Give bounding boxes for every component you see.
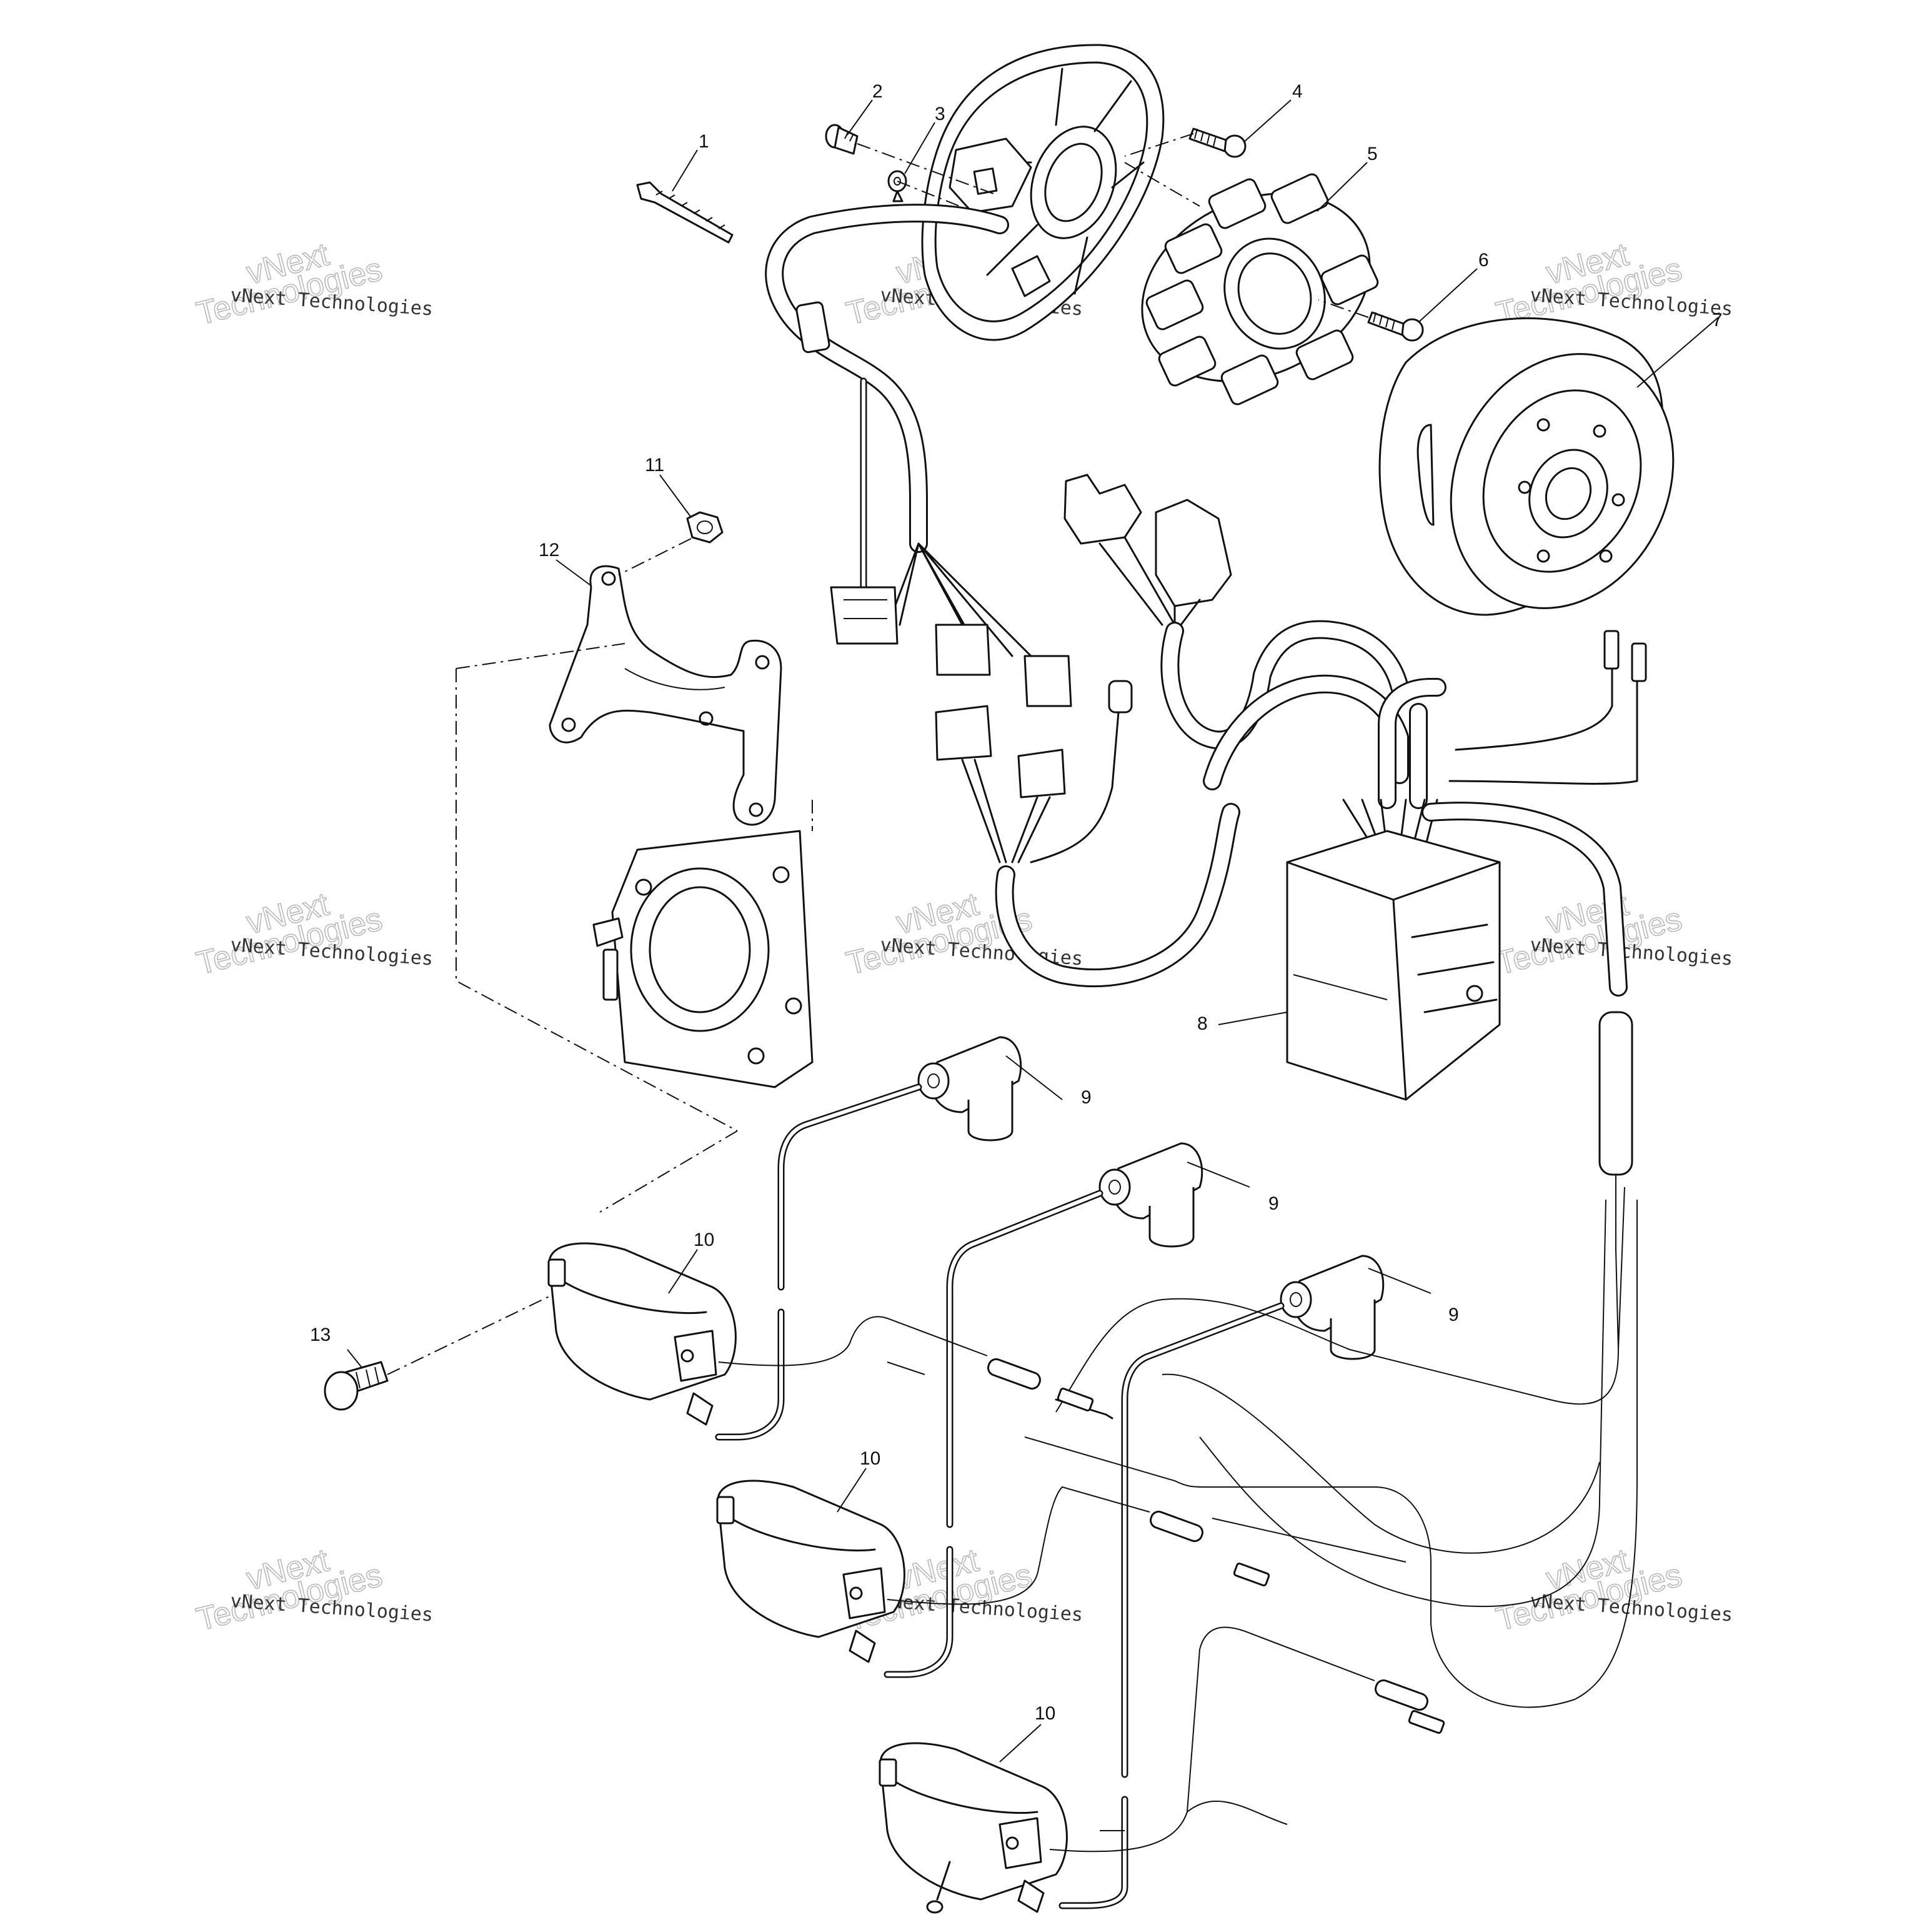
cdi-output-sleeve <box>1598 1011 1633 1350</box>
callout-8: 8 <box>1197 1013 1208 1034</box>
callout-5: 5 <box>1367 144 1378 164</box>
part-9-spark-plug-cap-3 <box>1280 1255 1385 1360</box>
part-7-flywheel <box>1378 317 1675 616</box>
part-6-screw <box>1367 311 1424 342</box>
callout-labels: 1 2 3 4 5 6 7 8 9 9 9 10 10 10 11 12 13 <box>310 81 1723 1724</box>
watermark-bottom-left: Technologies vNext vNext Technologies <box>192 1541 434 1638</box>
callout-9-cap-3: 9 <box>1448 1305 1459 1325</box>
high-tension-leads <box>715 1083 1285 1909</box>
bullet-connector-pair <box>935 705 992 761</box>
callout-6: 6 <box>1478 250 1489 271</box>
stator-wire-harness <box>765 204 1240 988</box>
stator-mounting-plate <box>921 44 1165 341</box>
six-pin-connector-pair <box>1063 474 1409 790</box>
bullet-connector-pair <box>1023 655 1072 707</box>
assembly-lines <box>387 133 1369 1375</box>
part-3-ground-terminal <box>887 170 907 202</box>
callout-9-cap-1: 9 <box>1081 1087 1092 1108</box>
harness-grommet <box>795 301 830 354</box>
part-8-cdi-box <box>1286 630 1647 1101</box>
primary-wires <box>718 1186 1638 1853</box>
callout-12: 12 <box>539 540 559 560</box>
part-12-bracket <box>549 565 782 826</box>
callout-10-coil-1: 10 <box>694 1230 714 1250</box>
callout-3: 3 <box>935 104 945 124</box>
stator-multi-pin-connector <box>830 586 899 645</box>
part-9-spark-plug-cap-1 <box>917 1036 1022 1142</box>
callout-1: 1 <box>699 131 709 152</box>
part-10-ignition-coil-1 <box>547 1242 737 1426</box>
callout-4: 4 <box>1292 81 1303 102</box>
engine-mount-plate <box>592 830 814 1088</box>
part-2-screw <box>825 124 859 155</box>
leader-lines <box>347 99 1719 1763</box>
part-10-ignition-coil-3 <box>879 1742 1068 1914</box>
callout-10-coil-3: 10 <box>1035 1703 1055 1724</box>
callout-10-coil-2: 10 <box>860 1448 880 1469</box>
part-13-bolt <box>324 1361 389 1411</box>
callout-11: 11 <box>645 455 664 475</box>
watermark-bottom-right: Technologies vNext vNext Technologies <box>1492 1541 1733 1638</box>
part-11-nut <box>686 511 724 544</box>
callout-2: 2 <box>872 81 883 102</box>
part-1-cable-tie <box>636 181 734 244</box>
bullet-connector-pair <box>935 624 991 676</box>
watermark-top-left: Technologies vNext vNext Technologies <box>192 236 434 332</box>
bullet-connector-pair <box>1017 749 1066 798</box>
stator-coils <box>1145 173 1379 405</box>
part-5-stator <box>1141 173 1379 405</box>
part-10-ignition-coil-2 <box>716 1480 905 1663</box>
part-4-screw <box>1188 127 1247 158</box>
part-9-spark-plug-cap-2 <box>1098 1142 1203 1248</box>
callout-9-cap-2: 9 <box>1268 1193 1279 1214</box>
watermark-middle-left: Technologies vNext vNext Technologies <box>192 885 434 982</box>
callout-13: 13 <box>310 1325 331 1345</box>
callout-7: 7 <box>1712 310 1723 331</box>
